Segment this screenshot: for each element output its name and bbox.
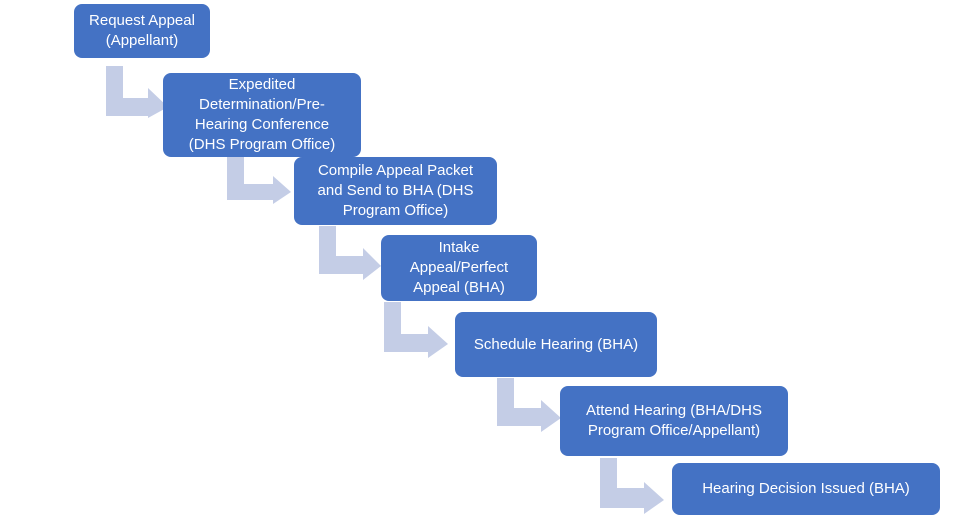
bent-arrow-right-icon — [497, 378, 561, 432]
step-label: Request Appeal (Appellant) — [89, 12, 195, 49]
bent-arrow-right-icon — [106, 66, 168, 118]
bent-arrow-right-icon — [319, 226, 381, 280]
step-label: Hearing Decision Issued (BHA) — [702, 480, 910, 497]
connector-arrow-5 — [497, 378, 563, 432]
bent-arrow-right-icon — [227, 156, 291, 204]
connector-arrow-3 — [319, 226, 383, 280]
step-label: Compile Appeal Packet and Send to BHA (D… — [317, 162, 474, 219]
step-attend-hearing: Attend Hearing (BHA/DHS Program Office/A… — [560, 386, 788, 456]
step-compile-appeal-packet: Compile Appeal Packet and Send to BHA (D… — [294, 157, 497, 225]
step-expedited-determination: Expedited Determination/Pre- Hearing Con… — [163, 73, 361, 157]
step-label: Schedule Hearing (BHA) — [473, 335, 639, 353]
connector-arrow-4 — [384, 302, 450, 358]
step-hearing-decision: Hearing Decision Issued (BHA) — [672, 463, 940, 515]
connector-arrow-6 — [600, 458, 666, 514]
step-label: Intake Appeal/Perfect Appeal (BHA) — [409, 239, 509, 296]
step-label: Expedited Determination/Pre- Hearing Con… — [188, 76, 336, 153]
step-label: Attend Hearing (BHA/DHS Program Office/A… — [586, 402, 762, 439]
bent-arrow-right-icon — [384, 302, 448, 358]
step-intake-appeal: Intake Appeal/Perfect Appeal (BHA) — [381, 235, 537, 301]
connector-arrow-2 — [227, 156, 293, 204]
step-schedule-hearing: Schedule Hearing (BHA) — [455, 312, 657, 377]
step-request-appeal: Request Appeal (Appellant) — [74, 4, 210, 58]
bent-arrow-right-icon — [600, 458, 664, 514]
connector-arrow-1 — [106, 66, 170, 122]
